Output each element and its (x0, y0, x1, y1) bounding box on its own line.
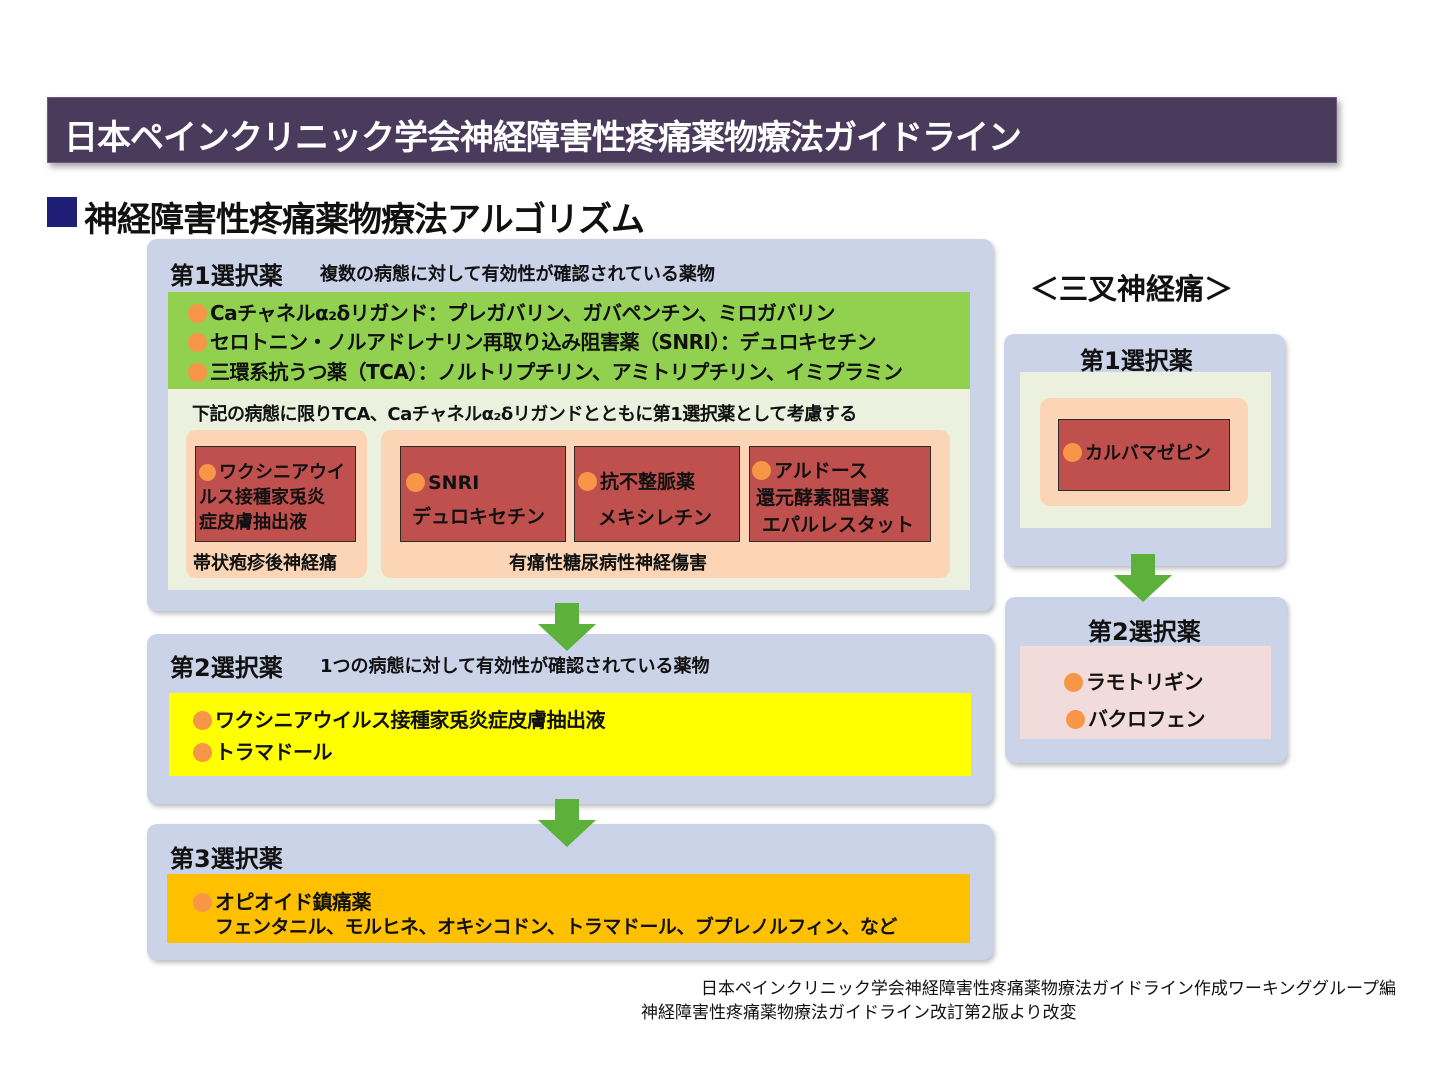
orange-bullet-icon (188, 363, 207, 382)
green-down-arrow-icon (538, 799, 596, 847)
phn-condition-label: 帯状疱疹後神経痛 (193, 553, 337, 574)
dpn-condition-label: 有痛性糖尿病性神経傷害 (509, 553, 707, 574)
orange-bullet-icon (1066, 710, 1085, 729)
footnote-line-1: 日本ペインクリニック学会神経障害性疼痛薬物療法ガイドライン作成ワーキンググループ… (700, 979, 1396, 999)
orange-bullet-icon (193, 743, 212, 762)
orange-bullet-icon (188, 304, 207, 323)
second-line-drug-2: トラマドール (193, 736, 333, 765)
green-down-arrow-icon (1114, 554, 1172, 602)
first-line-subtitle: 複数の病態に対して有効性が確認されている薬物 (320, 264, 715, 285)
second-line-subtitle: 1つの病態に対して有効性が確認されている薬物 (320, 656, 710, 677)
orange-bullet-icon (406, 473, 425, 492)
page-title: 日本ペインクリニック学会神経障害性疼痛薬物療法ガイドライン (64, 118, 1022, 158)
section-heading: 神経障害性疼痛薬物療法アルゴリズム (84, 200, 645, 240)
second-line-label: 第2選択薬 (170, 654, 283, 682)
condition-note: 下記の病態に限りTCA、Caチャネルα₂δリガンドとともに第1選択薬として考慮す… (192, 404, 857, 425)
first-line-drug-1: Caチャネルα₂δリガンド：プレガバリン、ガバペンチン、ミロガバリン (188, 297, 835, 326)
first-line-drug-list (168, 292, 970, 389)
dpn-drug-text-ari: アルドース 還元酵素阻害薬 エパルレスタット (752, 458, 914, 539)
orange-bullet-icon (752, 461, 771, 480)
dpn-drug-box-ari (749, 446, 931, 542)
third-line-examples: フェンタニル、モルヒネ、オキシコドン、トラマドール、ブプレノルフィン、など (215, 916, 897, 938)
trigeminal-first-drug-box (1058, 419, 1230, 491)
orange-bullet-icon (188, 333, 207, 352)
third-line-drug: オピオイド鎮痛薬 (193, 886, 372, 915)
second-line-drug-1: ワクシニアウイルス接種家兎炎症皮膚抽出液 (193, 704, 606, 733)
first-line-label: 第1選択薬 (170, 262, 283, 290)
first-line-drug-3: 三環系抗うつ薬（TCA）：ノルトリプチリン、アミトリプチリン、イミプラミン (188, 356, 903, 385)
second-line-drug-list (169, 693, 971, 776)
phn-drug-text: ワクシニアウイ ルス接種家兎炎 症皮膚抽出液 (199, 462, 345, 533)
first-line-drug-2: セロトニン・ノルアドレナリン再取り込み阻害薬（SNRI）：デュロキセチン (188, 326, 876, 355)
trigeminal-second-line-area (1020, 646, 1271, 739)
third-line-drug-list (167, 874, 970, 943)
trigeminal-second-line-label: 第2選択薬 (1088, 618, 1201, 646)
trigeminal-first-drug: カルバマゼピン (1063, 441, 1211, 467)
title-banner (47, 97, 1337, 163)
heading-square-icon (47, 197, 77, 227)
trigeminal-first-line-label: 第1選択薬 (1080, 347, 1193, 375)
green-down-arrow-icon (538, 603, 596, 651)
dpn-drug-text-antiarrhythmic: 抗不整脈薬 メキシレチン (578, 464, 712, 536)
dpn-drug-box-antiarrhythmic (574, 446, 740, 542)
trigeminal-heading: ＜三叉神経痛＞ (1030, 272, 1234, 306)
dpn-drug-text-snri: SNRI デュロキセチン (406, 466, 545, 534)
orange-bullet-icon (1064, 673, 1083, 692)
orange-bullet-icon (193, 893, 212, 912)
orange-bullet-icon (1063, 443, 1082, 462)
footnote-line-2: 神経障害性疼痛薬物療法ガイドライン改訂第2版より改変 (641, 1003, 1077, 1023)
trigeminal-second-drug-1: ラモトリギン (1064, 666, 1204, 695)
orange-bullet-icon (199, 464, 216, 481)
third-line-label: 第3選択薬 (170, 845, 283, 873)
phn-drug-box (195, 446, 356, 542)
orange-bullet-icon (193, 711, 212, 730)
orange-bullet-icon (578, 472, 597, 491)
trigeminal-second-drug-2: バクロフェン (1066, 703, 1206, 732)
dpn-drug-box-snri (400, 446, 566, 542)
